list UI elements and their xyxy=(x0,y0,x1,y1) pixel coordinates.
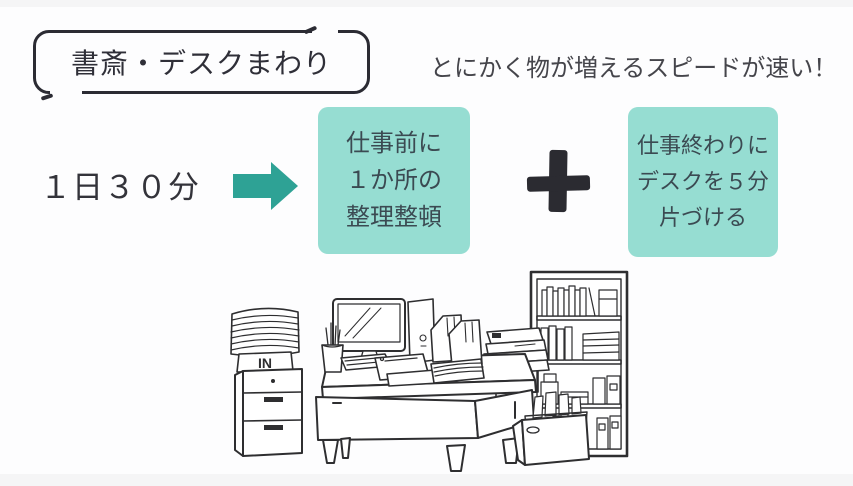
after-line-3: 片づける xyxy=(658,205,747,230)
after-work-box: 仕事終わりに デスクを５分 片づける xyxy=(628,107,778,257)
documents xyxy=(375,354,438,386)
pen-cup xyxy=(322,323,343,372)
paper-stack xyxy=(231,308,299,356)
title-box: 書斎・デスクまわり xyxy=(33,25,370,101)
before-line-2: １か所の xyxy=(346,167,442,194)
paper-pile xyxy=(431,359,484,383)
letterbox-bottom xyxy=(0,474,853,486)
after-line-1: 仕事終わりに xyxy=(636,133,769,158)
desk-scene-illustration: IN xyxy=(195,266,655,486)
desk-legs xyxy=(323,438,519,471)
border-gap xyxy=(50,87,82,96)
headline-text: とにかく物が増えるスピードが速い！ xyxy=(430,55,838,82)
books-row xyxy=(542,286,617,316)
storage-box xyxy=(513,392,589,465)
title-text: 書斎・デスクまわり xyxy=(70,48,332,79)
before-line-1: 仕事前に xyxy=(346,130,442,157)
drawer-handle xyxy=(264,397,283,402)
bin-handle xyxy=(527,427,539,433)
border-gap xyxy=(312,28,338,37)
duration-label: １日３０分 xyxy=(40,170,200,205)
keyhole xyxy=(271,379,275,383)
after-line-2: デスクを５分 xyxy=(636,169,769,194)
binders-row xyxy=(541,326,619,360)
sketch-dash xyxy=(40,93,54,101)
drawer-handle xyxy=(264,425,283,430)
before-work-box: 仕事前に １か所の 整理整頓 xyxy=(318,107,470,254)
in-tray-label: IN xyxy=(258,355,272,371)
before-line-3: 整理整頓 xyxy=(346,204,442,231)
plus-icon xyxy=(526,149,591,213)
monitor xyxy=(333,299,435,364)
file-sorters xyxy=(431,315,482,366)
arrow-right-icon xyxy=(233,162,298,210)
letterbox-top xyxy=(0,0,853,7)
file-cabinet: IN xyxy=(231,308,302,456)
bin-folders xyxy=(533,392,581,418)
